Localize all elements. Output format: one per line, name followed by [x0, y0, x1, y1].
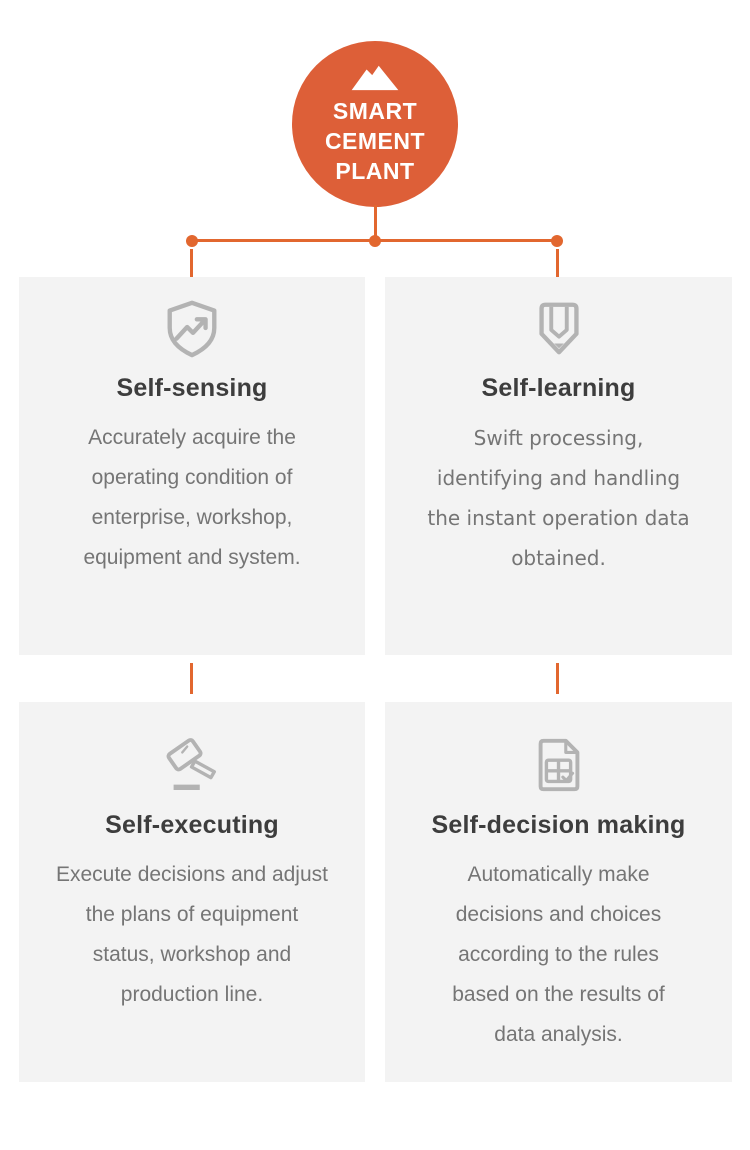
pencil-icon — [528, 297, 590, 359]
document-check-icon — [528, 734, 590, 796]
hub-label: SMART CEMENT PLANT — [324, 97, 426, 184]
card-description: Accurately acquire the operating conditi… — [83, 426, 301, 569]
card-self-decision-making: Self-decision making Automatically make … — [385, 702, 732, 1082]
card-title: Self-sensing — [116, 374, 268, 402]
connector-line-mid-left — [190, 663, 193, 694]
card-description: Execute decisions and adjust the plans o… — [55, 863, 328, 1006]
connector-line-hub — [374, 205, 377, 236]
hub-circle: SMART CEMENT PLANT — [292, 41, 458, 207]
connector-line-right — [556, 249, 559, 277]
card-self-executing: Self-executing Execute decisions and adj… — [19, 702, 365, 1082]
card-description: Automatically make decisions and choices… — [452, 863, 665, 1046]
shield-trend-icon — [161, 297, 223, 359]
card-description: Swift processing, identifying and handli… — [427, 426, 690, 570]
card-title: Self-executing — [105, 811, 279, 839]
connector-dot-center — [369, 235, 381, 247]
connector-line-mid-right — [556, 663, 559, 694]
card-title: Self-learning — [481, 374, 636, 402]
gavel-icon — [161, 734, 223, 796]
connector-dot-right — [551, 235, 563, 247]
card-title: Self-decision making — [431, 811, 686, 839]
card-self-sensing: Self-sensing Accurately acquire the oper… — [19, 277, 365, 655]
mountain-icon — [350, 63, 400, 91]
card-self-learning: Self-learning Swift processing, identify… — [385, 277, 732, 655]
connector-line-left — [190, 249, 193, 277]
connector-dot-left — [186, 235, 198, 247]
